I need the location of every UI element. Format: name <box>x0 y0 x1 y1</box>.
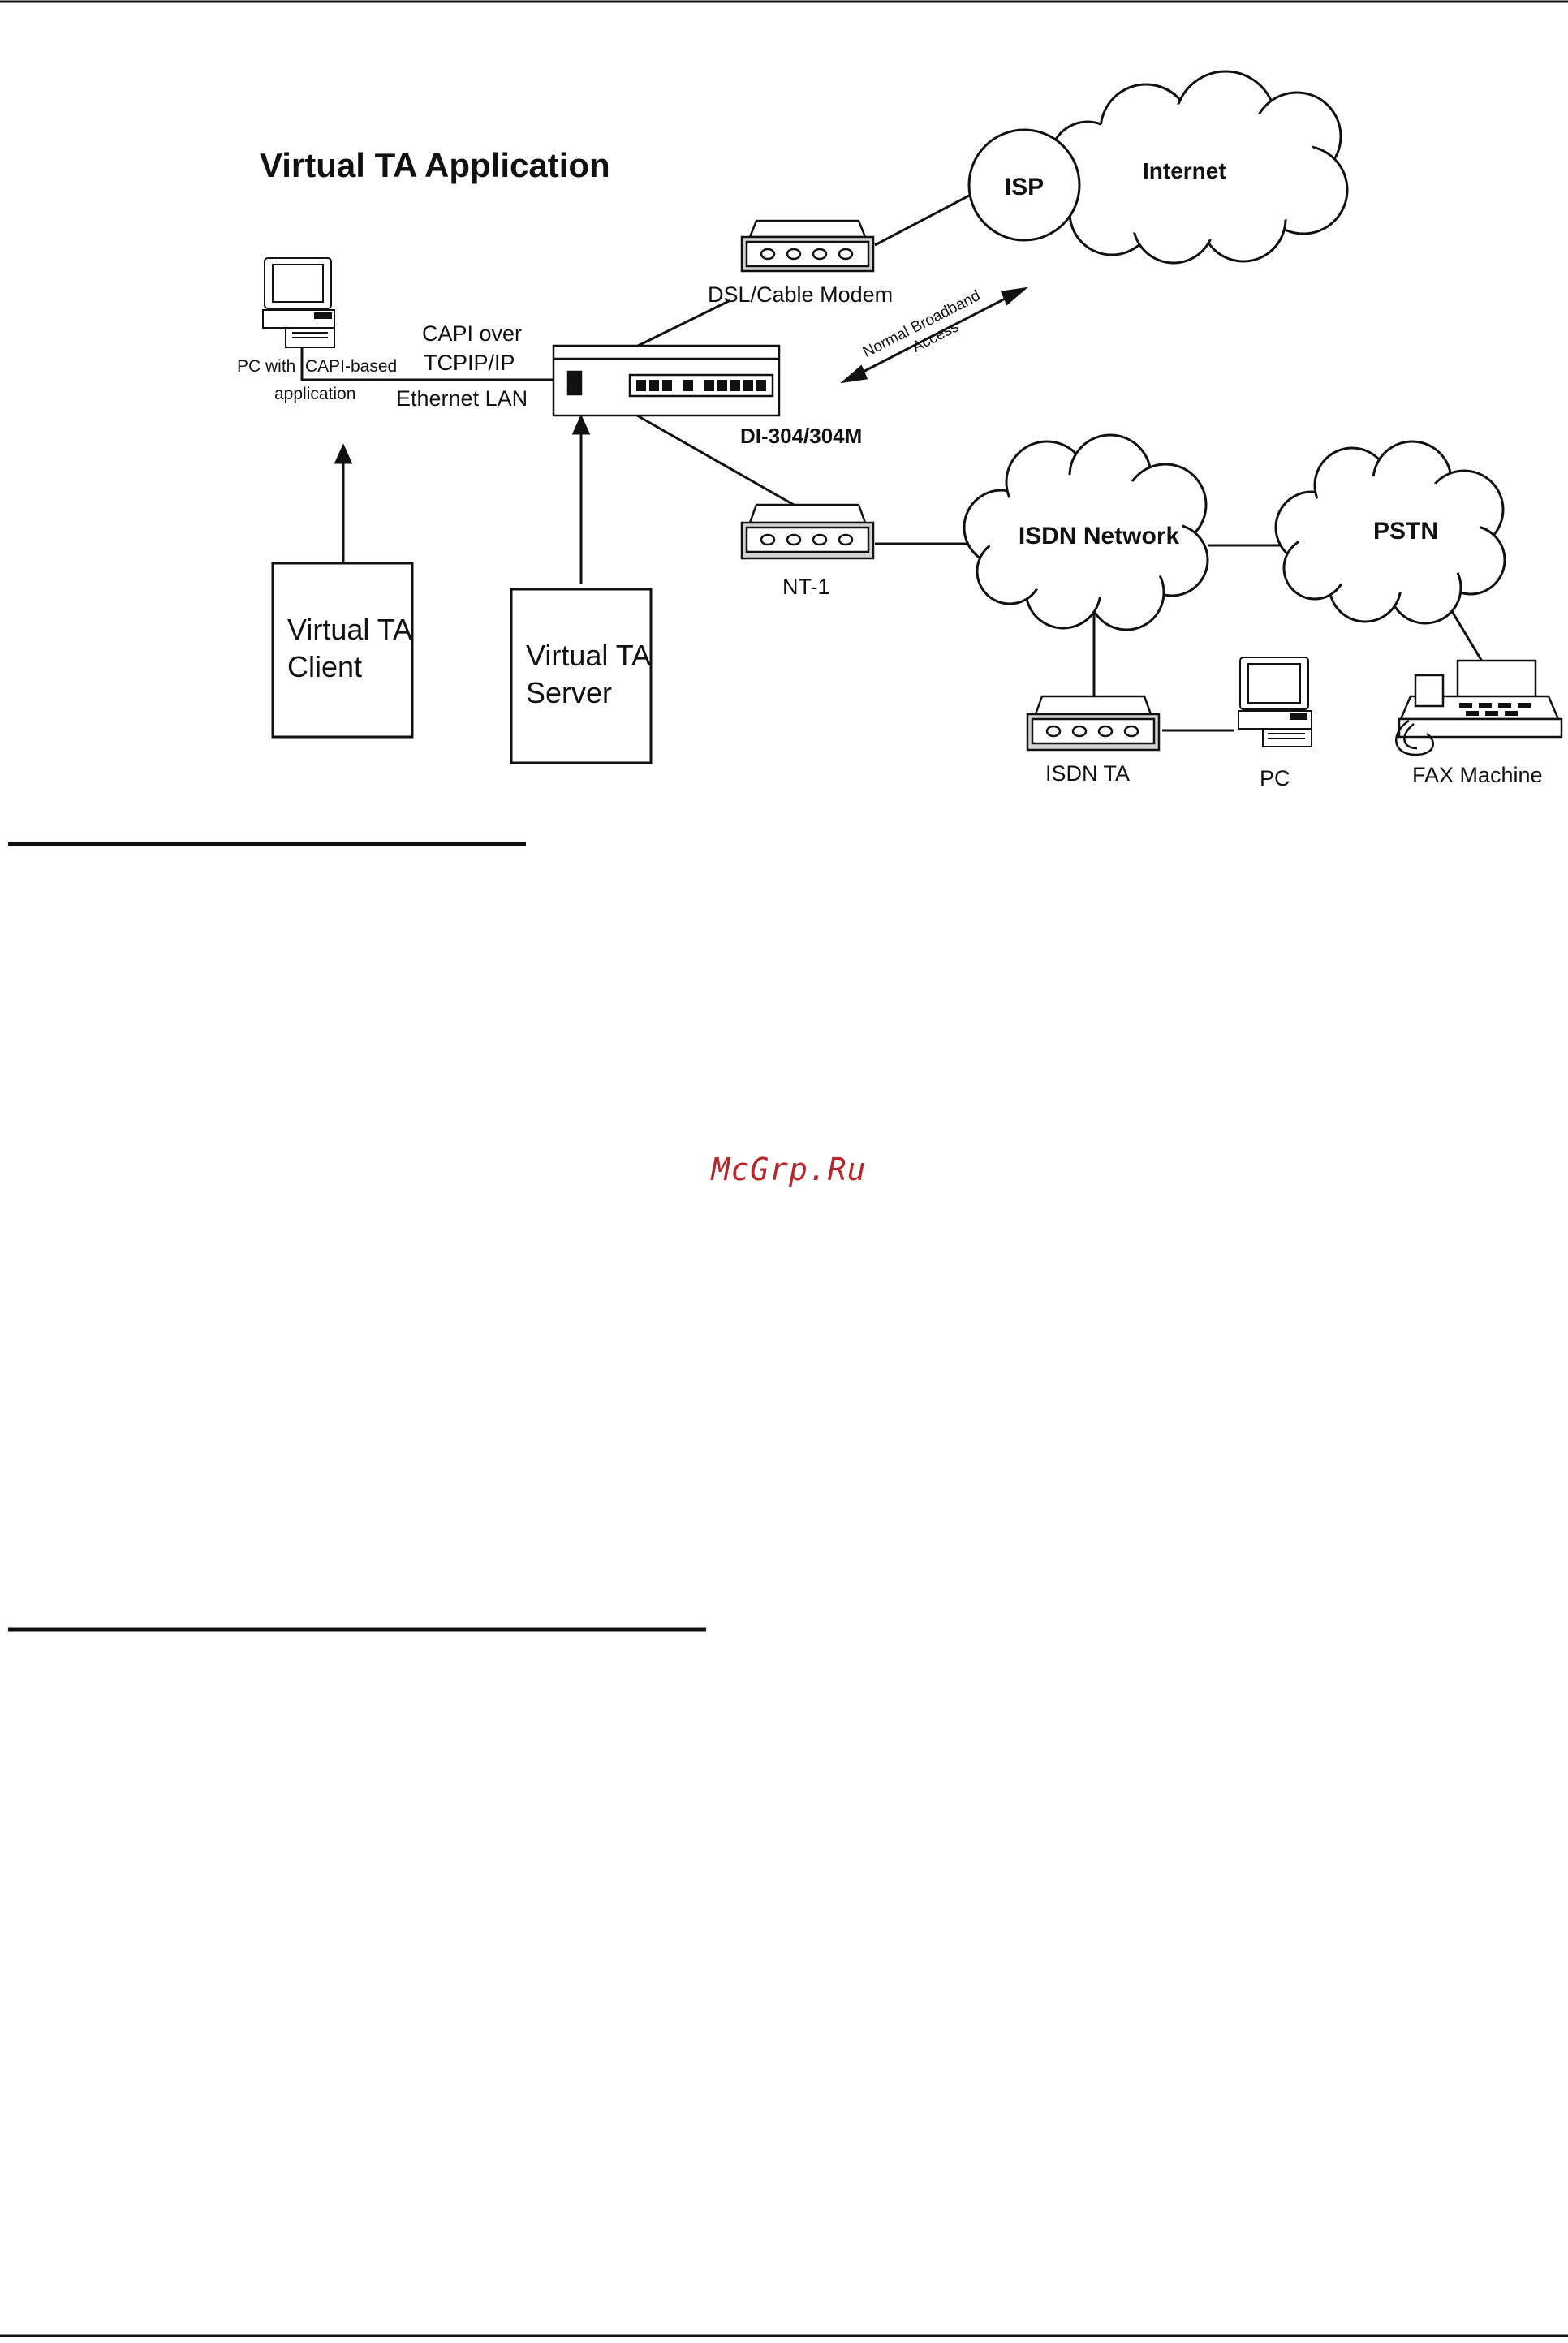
isp-label: ISP <box>1005 174 1044 200</box>
pc-icon <box>1238 657 1312 747</box>
client-arrowhead <box>336 446 351 463</box>
pc-label-capi: CAPI-based <box>305 357 397 376</box>
client-label-line1: Virtual TA <box>287 613 412 646</box>
dsl-modem-label: DSL/Cable Modem <box>708 282 893 307</box>
tcpip-label: TCPIP/IP <box>424 351 515 375</box>
isdn-ta-label: ISDN TA <box>1045 761 1130 786</box>
internet-label: Internet <box>1143 158 1226 183</box>
pc-label-line1: PC with <box>237 357 295 376</box>
diagram-title: Virtual TA Application <box>260 146 610 184</box>
dsl-modem-icon <box>742 221 873 271</box>
broadband-arrowhead-a <box>844 367 866 381</box>
router-icon <box>554 346 779 416</box>
capi-pc-icon <box>263 258 334 347</box>
isdn-ta-icon <box>1027 696 1159 750</box>
nt1-icon <box>742 505 873 558</box>
client-label-line2: Client <box>287 650 362 683</box>
server-arrowhead <box>574 417 588 433</box>
fax-machine-icon <box>1396 661 1562 755</box>
nt1-label: NT-1 <box>782 575 830 599</box>
connection-lines <box>302 195 1484 730</box>
watermark: McGrp.Ru <box>709 1152 866 1187</box>
ethernet-lan-label: Ethernet LAN <box>396 386 528 411</box>
router-label: DI-304/304M <box>740 424 862 448</box>
capi-over-label: CAPI over <box>422 321 522 346</box>
modem-isp-link <box>875 195 971 245</box>
fax-label: FAX Machine <box>1412 763 1543 787</box>
pstn-label: PSTN <box>1373 518 1438 545</box>
server-label-line2: Server <box>526 676 612 709</box>
broadband-arrowhead-b <box>1002 289 1024 304</box>
server-label-line1: Virtual TA <box>526 639 651 672</box>
pc-label-application: application <box>274 385 355 403</box>
pc-label: PC <box>1260 766 1290 790</box>
isdn-network-label: ISDN Network <box>1019 523 1180 549</box>
router-modem-link <box>635 300 730 347</box>
